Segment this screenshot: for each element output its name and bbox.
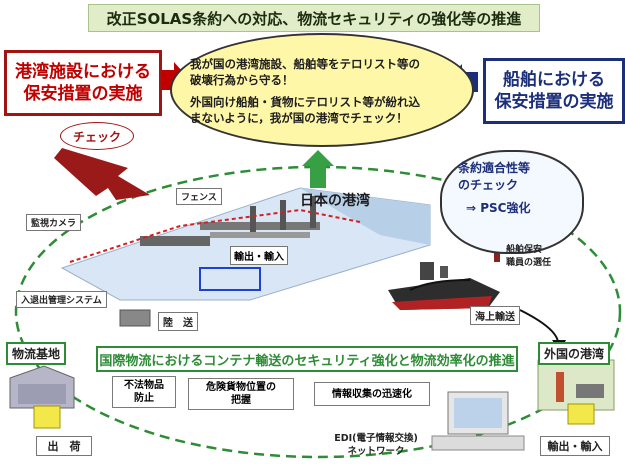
page-title: 改正SOLAS条約への対応、物流セキュリティの強化等の推進	[88, 4, 540, 32]
access-control-label: 入退出管理システム	[16, 291, 107, 308]
cloud-bubble	[440, 150, 584, 254]
port-facility-line2: 保安措置の実施	[23, 84, 143, 104]
ship-security-line1: 船舶における	[503, 70, 605, 90]
truck-illustration	[119, 309, 151, 327]
edi-label: EDI(電子情報交換) ネットワーク	[316, 432, 436, 458]
logistics-building	[9, 365, 75, 409]
up-arrow	[302, 150, 334, 188]
ship-officer-line2: 職員の選任	[506, 258, 552, 268]
edi-line1: EDI(電子情報交換)	[334, 433, 418, 444]
check-callout: チェック	[60, 122, 134, 150]
edi-line2: ネットワーク	[347, 446, 405, 457]
ship-security-line2: 保安措置の実施	[494, 92, 614, 112]
sub-box-2-line2: 把握	[231, 395, 251, 406]
shipping-tag: 出 荷	[36, 436, 92, 456]
sub-box-dangerous-cargo: 危険貨物位置の 把握	[188, 378, 294, 410]
port-facility-security-box: 港湾施設における 保安措置の実施	[4, 50, 162, 116]
shipping-label: 出 荷	[47, 440, 81, 453]
green-title-text: 国際物流におけるコンテナ輸送のセキュリティ強化と物流効率化の推進	[99, 353, 515, 369]
gate-area	[199, 267, 261, 291]
port-cranes	[140, 196, 320, 246]
sub-box-info-collection: 情報収集の迅速化	[314, 382, 430, 406]
cargo-box-right	[567, 403, 595, 425]
sea-transport-label: 海上輸送	[470, 306, 520, 325]
logistics-base-label: 物流基地	[6, 342, 67, 365]
check-arrow	[54, 148, 150, 200]
sub-box-illegal-goods: 不法物品 防止	[112, 376, 176, 408]
sub-box-2-line1: 危険貨物位置の	[206, 382, 276, 393]
sub-box-3-line1: 情報収集の迅速化	[332, 388, 412, 400]
ship-officer-line1: 船舶保安	[506, 245, 543, 255]
logistics-loop-ellipse	[14, 165, 622, 459]
sea-transport-arrow-in	[409, 279, 471, 291]
bubble-line4: まないように，我が国の港湾でチェック！	[190, 111, 408, 125]
foreign-import-export-tag: 輸出・輸入	[540, 436, 610, 456]
port-blue-water	[300, 188, 430, 245]
central-bubble	[170, 33, 474, 147]
fence-label: フェンス	[176, 188, 222, 205]
japan-port-label: 日本の港湾	[300, 193, 370, 209]
container-security-banner: 国際物流におけるコンテナ輸送のセキュリティ強化と物流効率化の推進	[96, 346, 518, 372]
sub-box-1-line2: 防止	[134, 393, 154, 404]
import-export-label: 輸出・輸入	[230, 246, 288, 265]
title-text: 改正SOLAS条約への対応、物流セキュリティの強化等の推進	[106, 9, 522, 28]
sub-box-1-line1: 不法物品	[124, 380, 164, 391]
cloud-line2: のチェック	[458, 178, 519, 192]
cloud-line3: ⇒ PSC強化	[466, 201, 531, 215]
cargo-box-left	[33, 405, 61, 429]
central-bubble-text: 我が国の港湾施設、船舶等をテロリスト等の 破壊行為から守る！ 外国向け船舶・貨物…	[190, 56, 460, 126]
sea-transport-arrow-out	[519, 309, 560, 346]
port-facility-line1: 港湾施設における	[15, 62, 151, 82]
bubble-line3: 外国向け船舶・貨物にテロリスト等が紛れ込	[190, 95, 420, 109]
fence-line	[69, 208, 361, 263]
ship-security-box: 船舶における 保安措置の実施	[483, 58, 625, 124]
camera-label: 監視カメラ	[26, 214, 82, 231]
cloud-bubble-text: 条約適合性等 のチェック ⇒ PSC強化	[458, 160, 578, 217]
land-transport-label: 陸 送	[158, 312, 198, 331]
check-label: チェック	[72, 129, 121, 144]
ship-illustration	[388, 262, 500, 310]
bubble-line2: 破壊行為から守る！	[190, 73, 294, 87]
foreign-port-label: 外国の港湾	[538, 342, 611, 365]
ship-officer-label: 船舶保安 職員の選任	[506, 244, 551, 270]
computer-illustration	[431, 391, 525, 451]
foreign-import-export-label: 輸出・輸入	[547, 440, 603, 453]
bubble-line1: 我が国の港湾施設、船舶等をテロリスト等の	[190, 57, 420, 71]
cloud-line1: 条約適合性等	[458, 161, 531, 175]
